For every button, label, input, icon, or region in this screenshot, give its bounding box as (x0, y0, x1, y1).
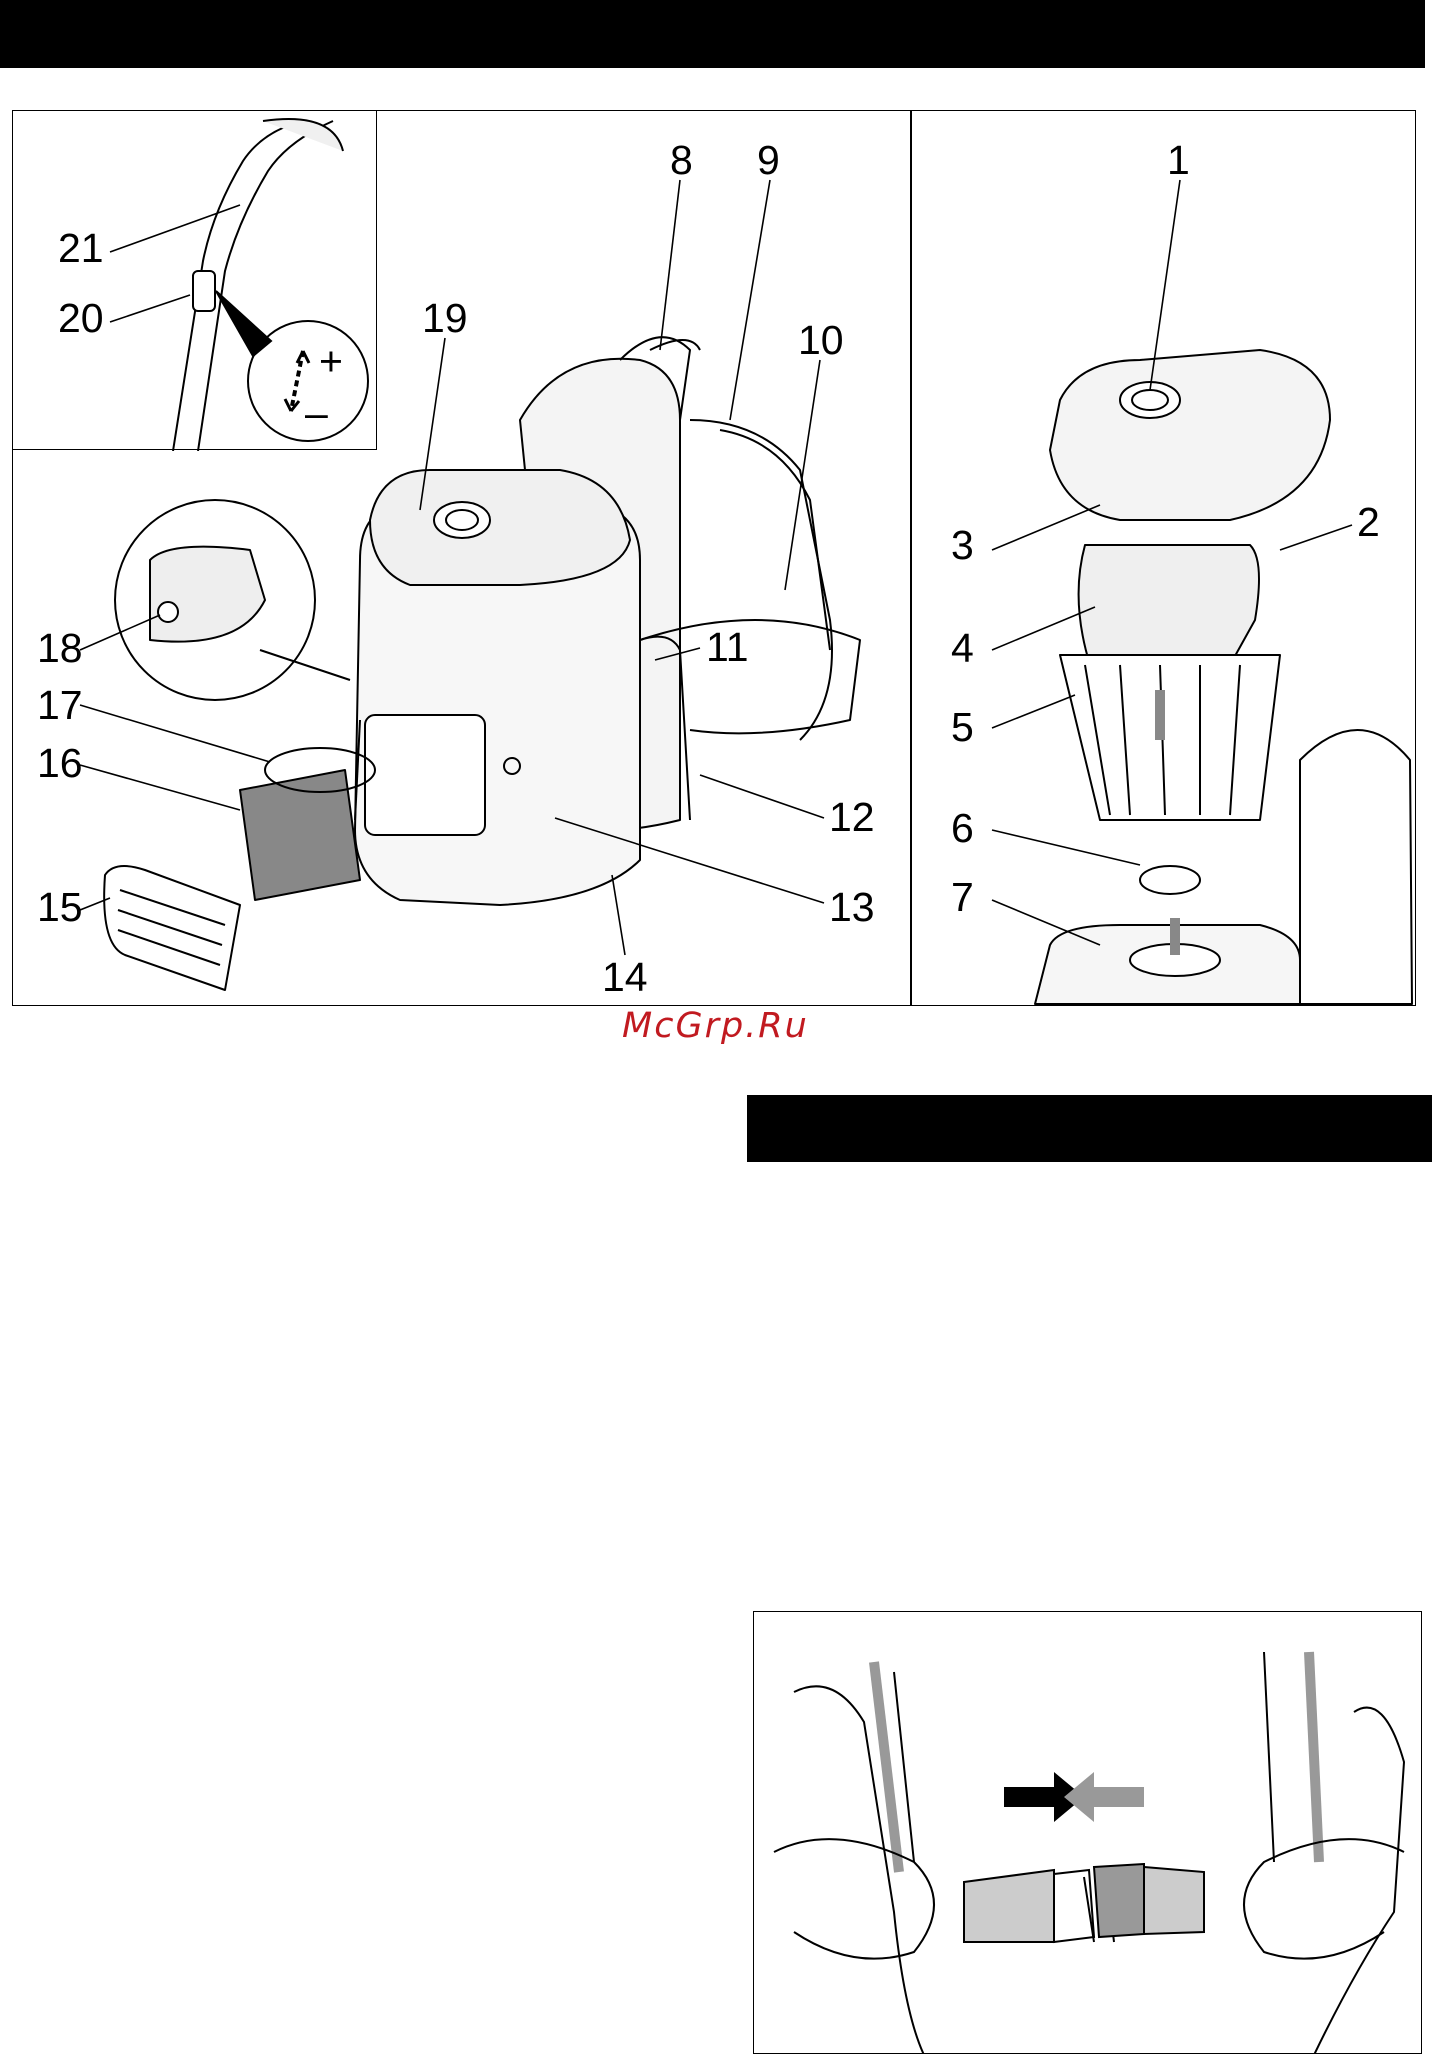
section-header-bar (747, 1095, 1432, 1162)
belt-buckle-illustration (753, 1611, 1422, 2054)
watermark-text: McGrp.Ru (622, 1006, 809, 1046)
belt-buckle-drawing (754, 1612, 1422, 2054)
leader-lines (0, 0, 1432, 1010)
